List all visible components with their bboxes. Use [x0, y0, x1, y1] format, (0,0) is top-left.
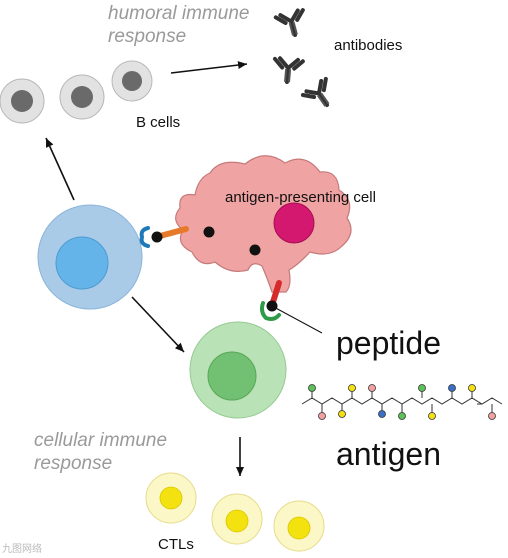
ctl-icon	[145, 472, 197, 524]
b-cells-label: B cells	[136, 114, 180, 131]
b-cell-icon	[111, 60, 153, 102]
amino-acid-dots	[308, 384, 496, 420]
antibody-icon	[273, 7, 311, 41]
helper-t-cell-icon	[37, 204, 143, 310]
antibody-icon	[271, 55, 305, 86]
ctl-icon	[273, 500, 325, 552]
antibodies-label: antibodies	[334, 37, 402, 54]
cellular-label-line1: cellular immune	[34, 430, 167, 451]
humoral-label-line2: response	[108, 26, 186, 47]
t-cell-icon	[189, 321, 287, 419]
cellular-label-line2: response	[34, 453, 112, 474]
antibody-icon	[300, 76, 341, 116]
ctls-label: CTLs	[158, 536, 194, 553]
ctl-icon	[211, 493, 263, 545]
humoral-label-line1: humoral immune	[108, 3, 250, 24]
b-cell-icon	[0, 78, 45, 124]
antigen-presenting-cell-icon	[175, 155, 352, 293]
b-cell-icon	[59, 74, 105, 120]
arrow-to-t-cell	[131, 296, 185, 353]
arrow-to-antibodies	[170, 61, 248, 74]
apc-label: antigen-presenting cell	[225, 189, 376, 206]
peptide-label: peptide	[336, 325, 441, 361]
arrow-to-b-cells	[45, 137, 75, 201]
watermark-logo: 九图网络	[2, 542, 42, 555]
antigen-label: antigen	[336, 436, 441, 472]
mhc-class-ii-receptor-icon	[139, 226, 189, 248]
peptide-chain-icon	[301, 390, 503, 414]
mhc-class-i-receptor-icon	[260, 280, 323, 334]
